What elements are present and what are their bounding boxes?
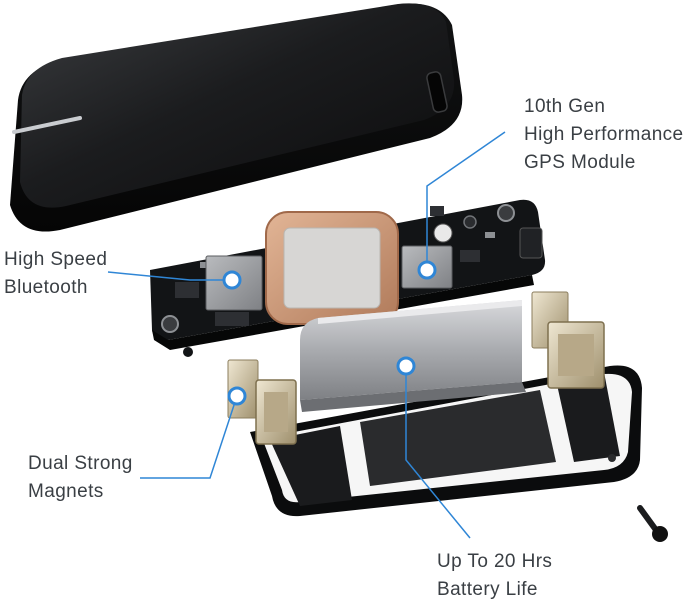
top-shell — [10, 3, 463, 232]
pcb-board — [150, 199, 546, 357]
magnets-label-line1: Dual Strong — [28, 453, 133, 474]
magnet-right — [531, 291, 605, 389]
screw — [637, 505, 668, 542]
magnets-label-line2: Magnets — [28, 481, 104, 502]
gps-module-label: 10th Gen High Performance GPS Module — [524, 93, 684, 177]
gps-label-line3: GPS Module — [524, 152, 636, 173]
callout-markers — [222, 260, 437, 406]
marker-gps — [417, 260, 437, 280]
marker-bluetooth — [222, 270, 242, 290]
callout-line-bluetooth — [107, 271, 232, 281]
usb-port — [426, 71, 448, 113]
battery — [300, 300, 526, 412]
bluetooth-label: High Speed Bluetooth — [4, 246, 107, 302]
callout-line-gps — [426, 131, 506, 270]
bluetooth-label-line2: Bluetooth — [4, 277, 88, 298]
battery-label: Up To 20 Hrs Battery Life — [437, 548, 552, 604]
magnets-label: Dual Strong Magnets — [28, 450, 133, 506]
marker-magnets — [227, 386, 247, 406]
callout-line-battery — [405, 366, 471, 539]
bottom-shell — [250, 365, 642, 517]
callout-lines — [107, 131, 506, 539]
led-indicator — [12, 116, 82, 134]
callout-line-magnets — [140, 395, 238, 479]
marker-battery — [396, 356, 416, 376]
battery-label-line1: Up To 20 Hrs — [437, 551, 553, 572]
gps-label-line2: High Performance — [524, 124, 684, 145]
gps-label-line1: 10th Gen — [524, 96, 606, 117]
battery-label-line2: Battery Life — [437, 579, 538, 600]
bluetooth-label-line1: High Speed — [4, 249, 108, 270]
